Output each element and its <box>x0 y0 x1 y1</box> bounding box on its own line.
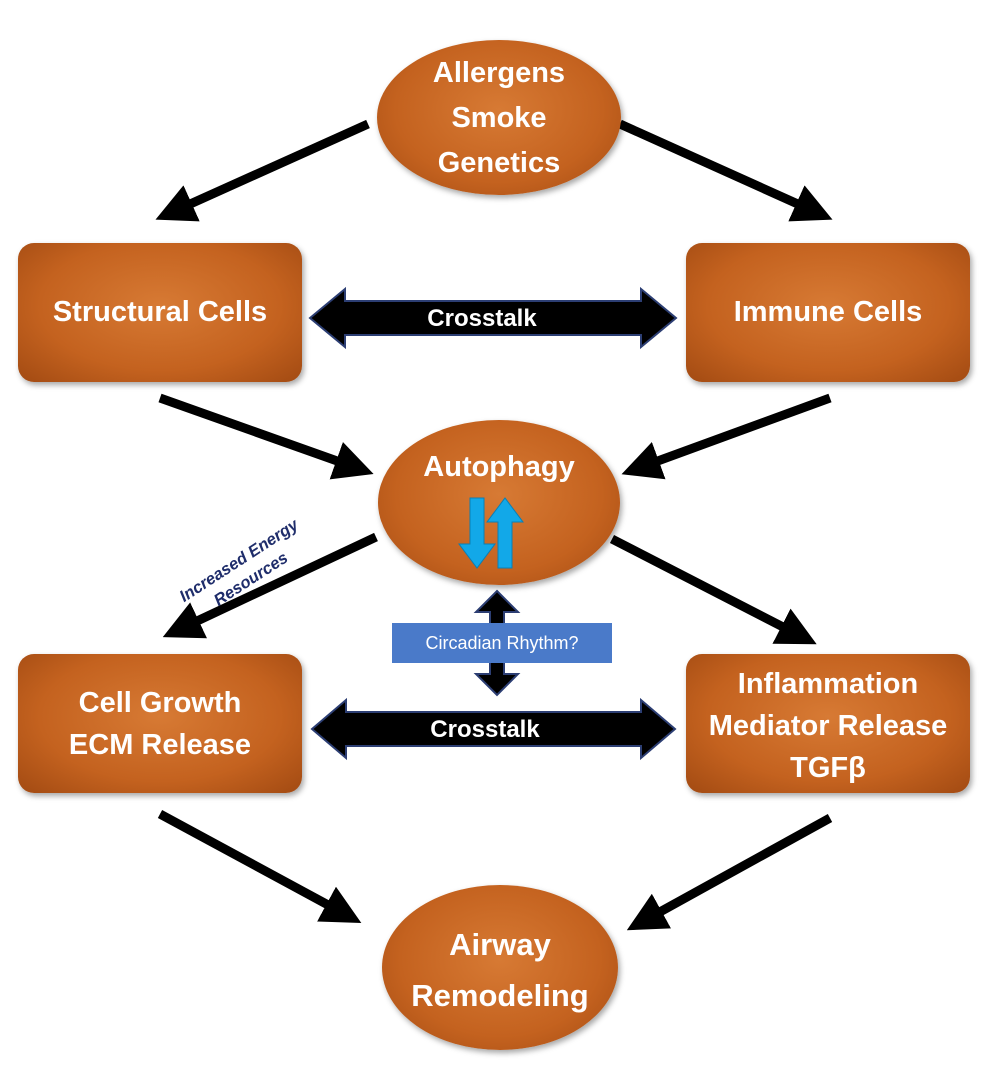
arrow-immune-to-autophagy <box>621 393 832 480</box>
ecm-release-label: ECM Release <box>68 728 252 761</box>
inflammation-label: Inflammation <box>737 667 919 700</box>
cell-growth-label: Cell Growth <box>78 686 242 719</box>
tgf-beta-label: TGFβ <box>790 751 866 784</box>
mediator-release-label: Mediator Release <box>708 709 948 742</box>
crosstalk-arrow-top <box>308 286 678 350</box>
smoke-label: Smoke <box>451 102 547 134</box>
remodeling-label: Remodeling <box>411 977 589 1013</box>
crosstalk-label-bottom: Crosstalk <box>430 716 540 743</box>
autophagy-node: Autophagy <box>378 420 620 585</box>
genetics-label: Genetics <box>437 147 561 179</box>
circadian-rhythm-label: Circadian Rhythm? <box>425 632 579 653</box>
up-down-arrows-icon <box>458 497 524 569</box>
crosstalk-label-top: Crosstalk <box>427 305 537 332</box>
arrow-autophagy-to-cell-growth <box>162 532 378 639</box>
arrow-cell-growth-to-airway <box>157 810 362 923</box>
immune-cells-label: Immune Cells <box>733 296 923 328</box>
allergens-node: Allergens Smoke Genetics <box>377 40 621 195</box>
inflammation-node: Inflammation Mediator Release TGFβ <box>686 654 970 793</box>
airway-label: Airway <box>449 926 551 962</box>
cell-growth-node: Cell Growth ECM Release <box>18 654 302 793</box>
circadian-rhythm-box: Circadian Rhythm? <box>392 623 612 663</box>
arrow-structural-to-autophagy <box>158 393 374 480</box>
autophagy-label: Autophagy <box>423 451 575 483</box>
arrow-allergens-to-immune <box>618 119 833 222</box>
arrow-allergens-to-structural <box>155 119 370 222</box>
immune-cells-node: Immune Cells <box>686 243 970 382</box>
up-arrow-icon <box>486 497 524 569</box>
structural-cells-label: Structural Cells <box>52 296 268 328</box>
arrow-inflammation-to-airway <box>626 814 833 931</box>
allergens-label: Allergens <box>432 57 566 89</box>
crosstalk-arrow-bottom <box>310 697 677 761</box>
airway-remodeling-node: Airway Remodeling <box>382 885 618 1050</box>
structural-cells-node: Structural Cells <box>18 243 302 382</box>
down-arrow-icon <box>458 497 496 569</box>
arrow-autophagy-to-inflammation <box>609 534 817 645</box>
